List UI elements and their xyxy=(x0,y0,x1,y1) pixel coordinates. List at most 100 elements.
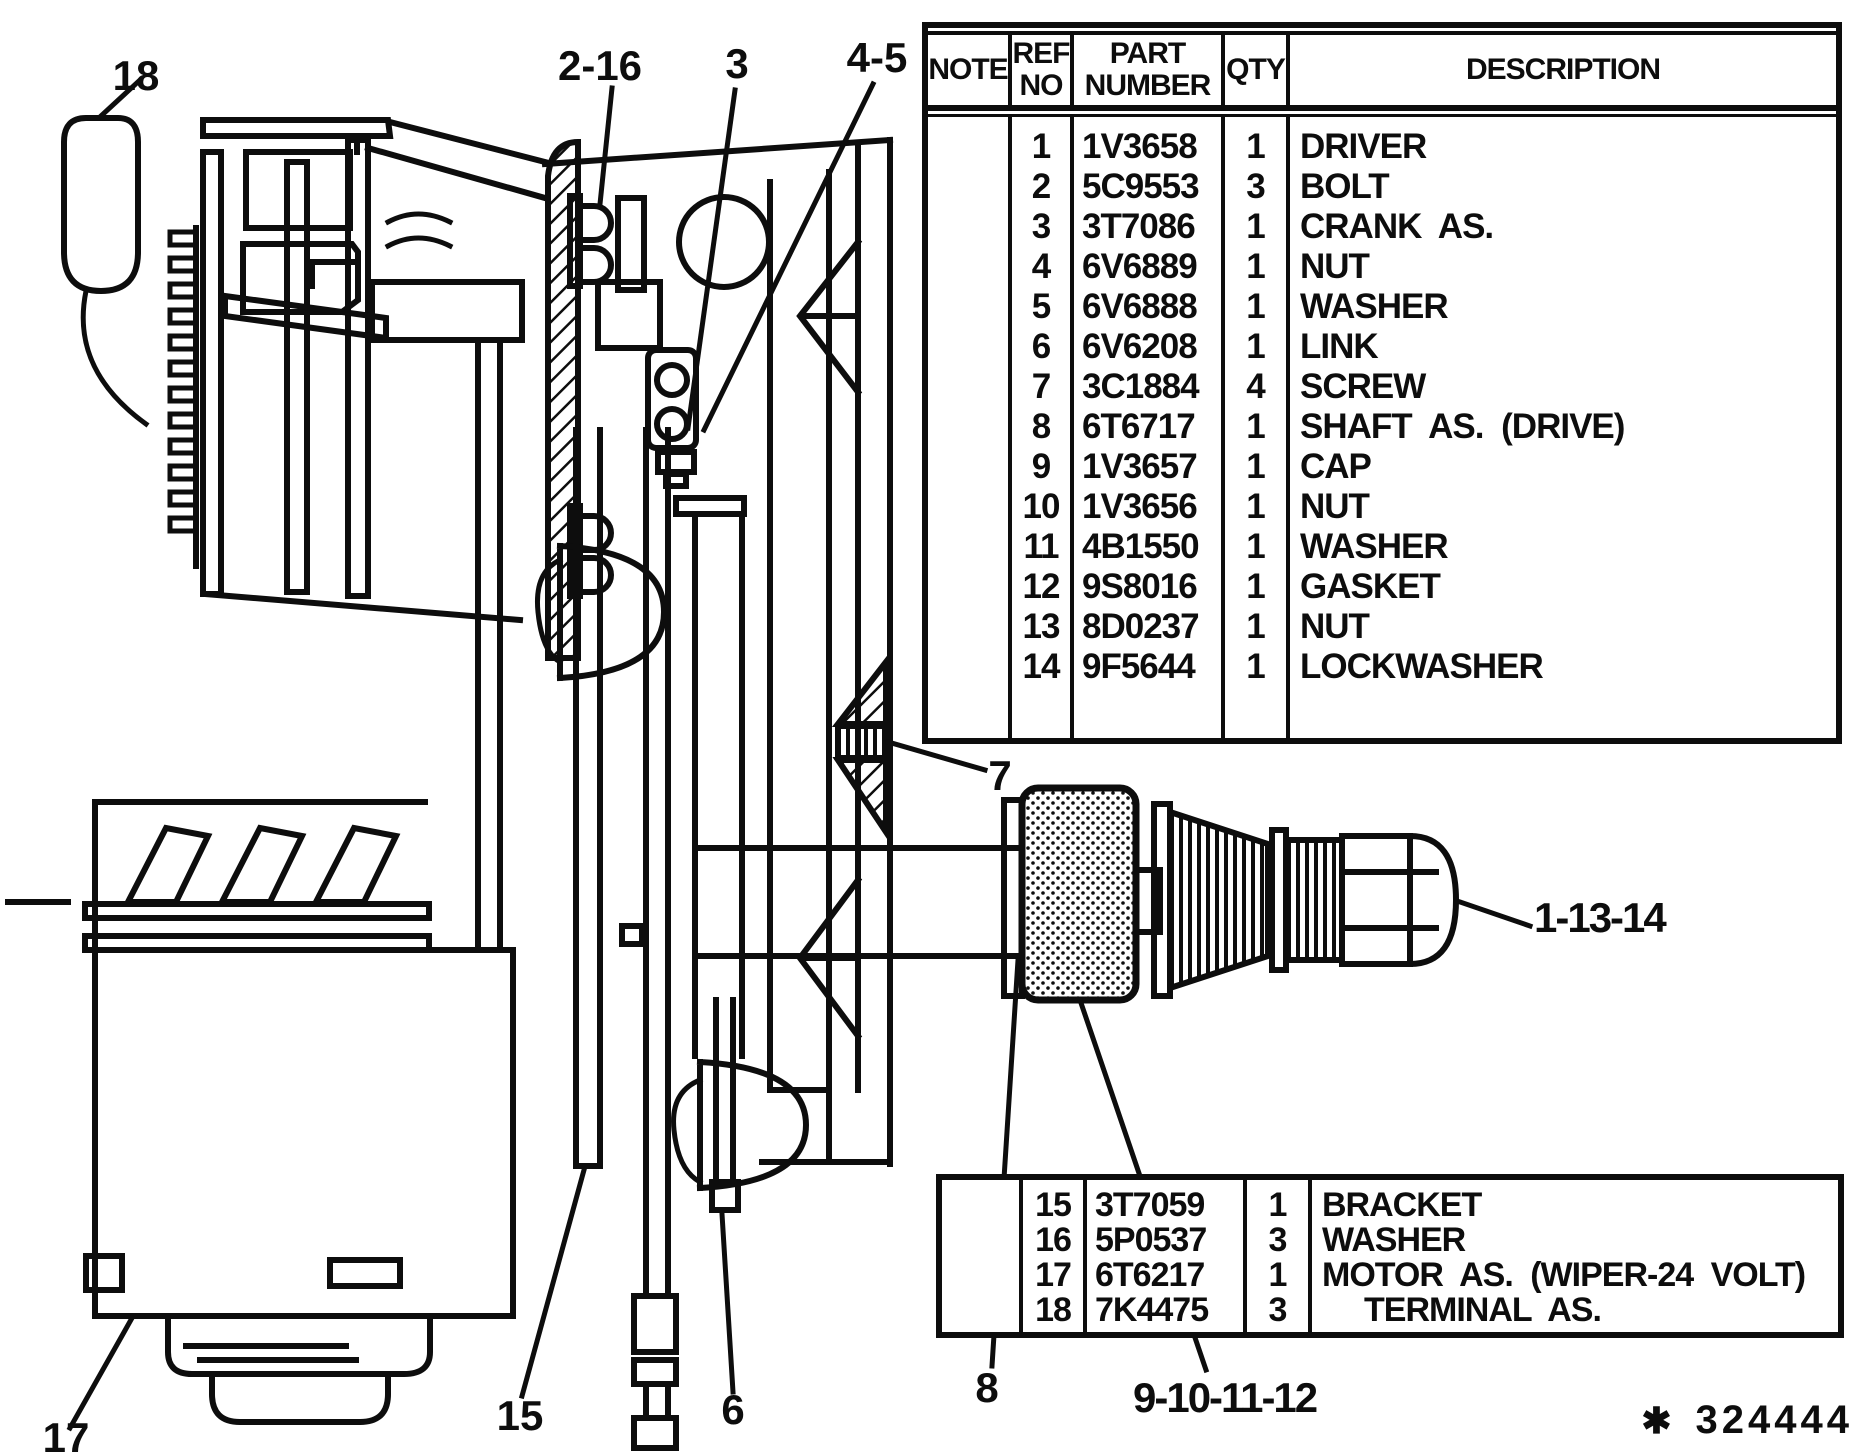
drive-shaft-assembly xyxy=(697,784,1460,1004)
leader-4-5 xyxy=(700,80,877,434)
leader-1-13-14 xyxy=(1456,898,1534,930)
header-description: DESCRIPTION xyxy=(1290,35,1836,105)
description-cell: TERMINAL AS. xyxy=(1364,1291,1602,1329)
callout-15: 15 xyxy=(497,1392,544,1439)
callout-9-10-11-12: 9-10-11-12 xyxy=(1133,1374,1317,1421)
qty-cell: 3 xyxy=(1246,167,1265,206)
ref-cell: 3 xyxy=(1031,207,1051,246)
ball-stud-lower xyxy=(696,1058,810,1192)
ref-cell: 8 xyxy=(1031,407,1051,446)
description-cell: LINK xyxy=(1300,327,1379,366)
ref-cell: 12 xyxy=(1022,567,1061,606)
part-number-cell: 9F5644 xyxy=(1082,647,1196,686)
link-rod xyxy=(643,427,671,1299)
part-number-cell: 1V3656 xyxy=(1082,487,1198,526)
qty-cell: 1 xyxy=(1268,1256,1288,1294)
ref-cell: 16 xyxy=(1035,1221,1072,1259)
qty-cell: 1 xyxy=(1246,487,1265,526)
header-description-label: DESCRIPTION xyxy=(1465,53,1661,86)
callout-6: 6 xyxy=(721,1386,744,1433)
terminal-assembly xyxy=(5,115,199,905)
gear-housing xyxy=(200,117,549,953)
asterisk-mark-icon: ✱ xyxy=(1641,1400,1676,1441)
description-cell: NUT xyxy=(1300,607,1370,646)
description-cell: NUT xyxy=(1300,247,1370,286)
header-qty-label: QTY xyxy=(1226,53,1286,86)
description-cell: WASHER xyxy=(1322,1221,1466,1259)
ref-cell: 1 xyxy=(1031,127,1051,166)
spline-cone xyxy=(1167,807,1271,993)
part-number-cell: 9S8016 xyxy=(1082,567,1198,606)
part-number-cell: 6V6208 xyxy=(1082,327,1198,366)
description-column-2: BRACKET WASHER MOTOR AS. (WIPER-24 VOLT)… xyxy=(1312,1180,1838,1332)
qty-cell: 1 xyxy=(1246,527,1265,566)
qty-cell: 3 xyxy=(1268,1221,1288,1259)
leader-17 xyxy=(66,1314,136,1432)
description-cell: NUT xyxy=(1300,487,1370,526)
parts-table-2-body: 15 16 17 18 3T7059 5P0537 6T6217 7K4475 … xyxy=(942,1180,1838,1332)
header-part-line2: NUMBER xyxy=(1084,69,1212,102)
header-bottom-rule xyxy=(928,114,1836,117)
header-ref-no: REF NO xyxy=(1012,35,1074,105)
callout-labels: 18 2-16 3 4-5 7 8 9-10-11-12 1-13-14 15 … xyxy=(43,34,1670,1456)
callout-4-5: 4-5 xyxy=(847,34,908,81)
part-number-cell: 6T6717 xyxy=(1082,407,1196,446)
parts-table-secondary: 15 16 17 18 3T7059 5P0537 6T6217 7K4475 … xyxy=(936,1174,1844,1338)
description-column: DRIVER BOLT CRANK AS. NUT WASHER LINK SC… xyxy=(1290,117,1836,738)
part-number-cell: 3C1884 xyxy=(1082,367,1200,406)
callout-1-13-14: 1-13-14 xyxy=(1534,894,1667,941)
ref-cell: 10 xyxy=(1022,487,1061,526)
description-cell: DRIVER xyxy=(1300,127,1427,166)
qty-cell: 3 xyxy=(1268,1291,1288,1329)
description-cell: BRACKET xyxy=(1322,1186,1482,1224)
leader-3 xyxy=(685,87,738,431)
header-qty: QTY xyxy=(1225,35,1290,105)
header-part-line1: PART xyxy=(1109,37,1186,70)
part-number-cell: 6V6889 xyxy=(1082,247,1198,286)
ref-cell: 14 xyxy=(1022,647,1061,686)
qty-cell: 1 xyxy=(1246,647,1265,686)
note-column xyxy=(928,117,1012,738)
part-number-cell: 6T6217 xyxy=(1095,1256,1205,1294)
description-cell: CRANK AS. xyxy=(1300,207,1494,246)
terminal-strip-comb xyxy=(167,229,199,547)
bracket xyxy=(573,427,645,1169)
qty-cell: 1 xyxy=(1246,327,1265,366)
description-cell: WASHER xyxy=(1300,527,1449,566)
part-number-cell: 4B1550 xyxy=(1082,527,1200,566)
table-top-rule xyxy=(928,31,1836,35)
callout-17: 17 xyxy=(43,1414,90,1456)
crank-nut xyxy=(655,449,697,489)
qty-cell: 1 xyxy=(1246,447,1265,486)
plate-notch-upper xyxy=(796,237,863,397)
mounting-bracket-plate xyxy=(541,136,894,1167)
ref-cell: 18 xyxy=(1035,1291,1072,1329)
part-number-cell: 7K4475 xyxy=(1095,1291,1209,1329)
ref-cell: 4 xyxy=(1031,247,1051,286)
description-cell: SCREW xyxy=(1300,367,1426,406)
part-number-column: 1V3658 5C9553 3T7086 6V6889 6V6888 6V620… xyxy=(1074,117,1225,738)
qty-cell: 1 xyxy=(1246,287,1265,326)
terminal-wire xyxy=(80,288,150,428)
part-number-column-2: 3T7059 5P0537 6T6217 7K4475 xyxy=(1087,1180,1247,1332)
callout-3: 3 xyxy=(725,40,748,87)
leader-15 xyxy=(518,1166,588,1400)
motor-body xyxy=(92,947,516,1319)
description-cell: MOTOR AS. (WIPER-24 VOLT) xyxy=(1322,1256,1806,1294)
ref-cell: 13 xyxy=(1022,607,1061,646)
ref-column-2: 15 16 17 18 xyxy=(1023,1180,1087,1332)
qty-cell: 1 xyxy=(1246,407,1265,446)
part-number-cell: 5C9553 xyxy=(1082,167,1200,206)
ref-cell: 6 xyxy=(1031,327,1051,366)
ref-cell: 5 xyxy=(1031,287,1051,326)
acorn-nut xyxy=(1339,833,1460,967)
leader-18 xyxy=(97,76,144,120)
plate-hole xyxy=(676,194,772,290)
ref-column: 1 2 3 4 5 6 7 8 9 10 11 12 13 14 xyxy=(1012,117,1074,738)
description-cell: BOLT xyxy=(1300,167,1390,206)
ref-cell: 11 xyxy=(1023,527,1060,566)
ref-cell: 9 xyxy=(1031,447,1051,486)
qty-cell: 1 xyxy=(1268,1186,1288,1224)
